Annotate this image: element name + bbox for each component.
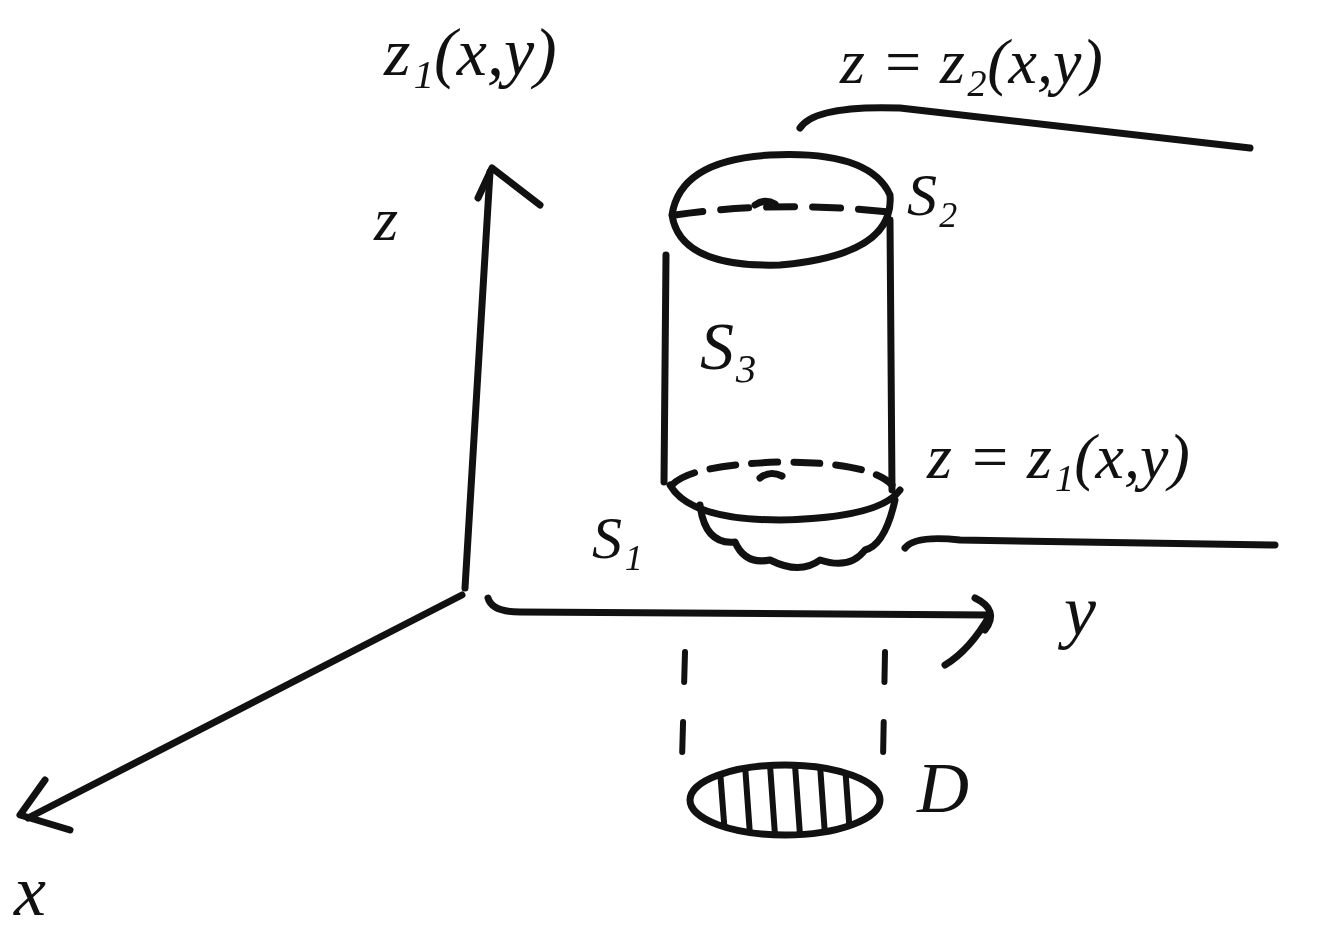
top-surface — [672, 155, 890, 266]
y-axis — [488, 598, 990, 615]
bottom-mark — [760, 473, 782, 478]
surface-name: S₁ — [590, 508, 645, 568]
lower-surface-equation: z = z₁(x,y) — [925, 425, 1192, 489]
top-mark — [755, 201, 775, 205]
x-arrowhead — [20, 780, 70, 830]
axis-label: x — [12, 855, 48, 927]
surface-label: z₁(x,y) — [382, 18, 559, 86]
z-arrowhead — [478, 168, 540, 205]
surface-name: S₂ — [905, 165, 960, 225]
z-axis — [465, 172, 490, 588]
upper-surface-equation: z = z₂(x,y) — [838, 30, 1105, 94]
x-axis — [28, 595, 462, 818]
top-back-edge — [675, 207, 888, 215]
axis-label: z — [372, 188, 400, 250]
surface-name: S₃ — [698, 312, 760, 380]
underline-bottom — [905, 539, 1275, 548]
region-label: D — [915, 752, 971, 824]
bottom-back-edge — [672, 462, 892, 485]
right-side — [890, 220, 892, 490]
left-side — [664, 255, 666, 482]
underline-top — [800, 108, 1250, 148]
hatching — [720, 765, 850, 835]
lower-surface — [700, 500, 895, 568]
projection-line — [682, 652, 885, 760]
axis-label: y — [1062, 575, 1098, 647]
region-d — [690, 765, 880, 835]
y-arrowhead — [945, 598, 991, 665]
